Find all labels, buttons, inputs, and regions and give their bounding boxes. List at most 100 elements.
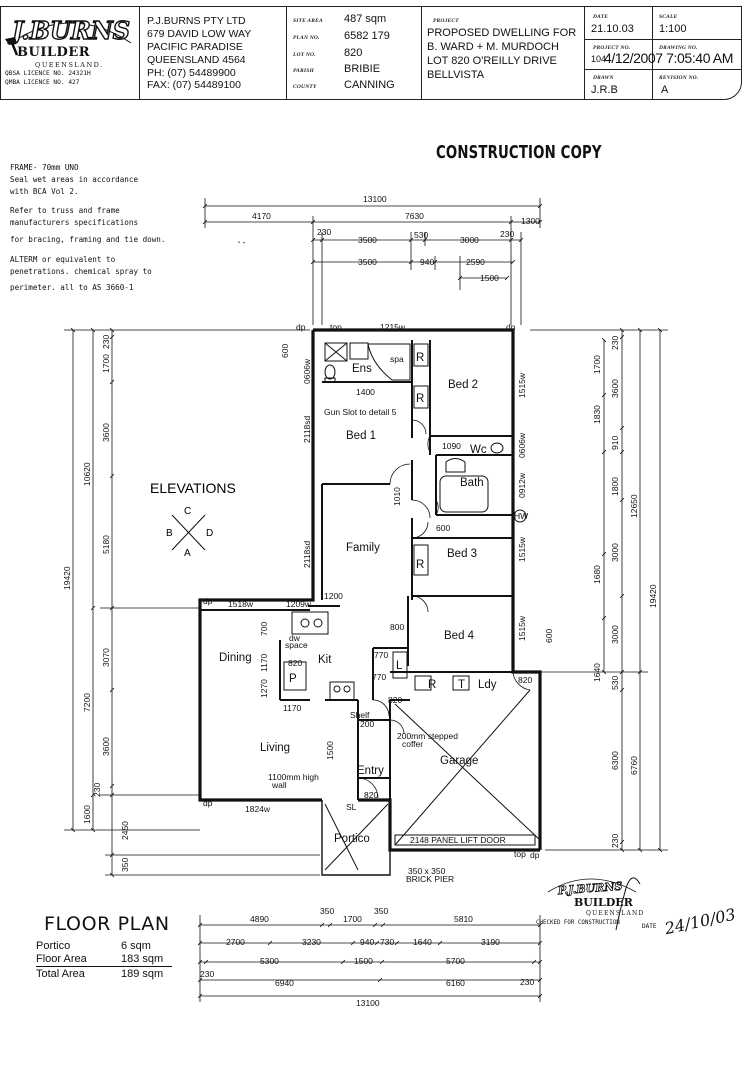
dim-right-fine: 3600 — [610, 379, 620, 398]
divider — [421, 7, 422, 99]
elevation-compass — [171, 514, 206, 551]
drawing-no-caption: DRAWING NO. — [659, 45, 698, 51]
elevation-b: B — [166, 528, 173, 539]
dim-left-fine: 2450 — [120, 821, 130, 840]
door-2118sd: 2118sd — [302, 415, 312, 443]
drawn-caption: DRAWN — [593, 75, 614, 81]
note-line: ALTERM or equivalent to — [10, 255, 116, 264]
dim-top-r1: 4170 — [252, 211, 271, 221]
tub-icon — [452, 675, 470, 691]
address-line2: PACIFIC PARADISE — [147, 41, 243, 53]
robe-label: R — [416, 559, 424, 571]
room-dining: Dining — [219, 652, 252, 664]
area-value: 189 sqm — [121, 968, 164, 980]
dim-top-r2: 3000 — [460, 235, 479, 245]
dim-interior: 600 — [436, 523, 450, 533]
plan-annotations: top top Gun Slot to detail 5 200mm stepp… — [203, 322, 540, 884]
dim-bottom-r1: 350 — [374, 906, 388, 916]
parish-value: BRIBIE — [344, 63, 381, 75]
downpipe-label: dp — [530, 850, 540, 860]
dim-interior: 1170 — [283, 703, 302, 713]
revision-caption: REVISION NO. — [659, 75, 699, 81]
pantry-icon — [283, 661, 307, 691]
dim-right-fine: 3000 — [610, 625, 620, 644]
divider — [584, 69, 742, 70]
dim-bottom-r4: 6160 — [446, 978, 465, 988]
sink-icon — [291, 611, 329, 635]
area-label: Total Area — [36, 968, 85, 980]
note-line: penetrations. chemical spray to — [10, 267, 152, 276]
coffer-note: 200mm stepped — [397, 731, 458, 741]
pantry-label: P — [289, 673, 297, 685]
dim-bottom-r1: 5810 — [454, 914, 473, 924]
interior-walls — [200, 340, 513, 876]
tub-label: R — [428, 679, 436, 691]
toilet-icon — [324, 364, 336, 380]
cooktop-icon — [329, 681, 355, 701]
area-table: Portico 6 sqm Floor Area 183 sqm Total A… — [36, 940, 172, 981]
stamp-region: QUEENSLAND — [586, 910, 644, 917]
spa-bath — [367, 343, 411, 381]
dim-interior: 1170 — [259, 653, 269, 672]
room-wc: Wc — [470, 444, 487, 456]
right-dimension-labels: 19420 12650 6760 230 3600 910 1800 3000 … — [592, 336, 658, 848]
logo-builder-word: BUILDER — [17, 45, 91, 60]
dim-bottom-r2: 3190 — [481, 937, 500, 947]
licence-qbsa: QBSA LICENCE NO. 24321H — [5, 70, 91, 77]
dim-left-mid: 7200 — [82, 693, 92, 712]
high-wall-note: wall — [271, 780, 287, 790]
project-no-value: 104 — [591, 54, 607, 64]
panel-lift-door-note: 2148 PANEL LIFT DOOR — [410, 835, 506, 845]
bottom-dimensions — [197, 915, 543, 1002]
dim-interior: 1090 — [442, 441, 461, 451]
dim-interior: 1270 — [259, 679, 269, 698]
project-line4: BELLVISTA — [427, 69, 485, 81]
dim-right-mid: 6760 — [629, 756, 639, 775]
project-line1: PROPOSED DWELLING FOR — [427, 27, 577, 39]
scale-value: 1:100 — [659, 23, 687, 35]
stamp-name: P.J.BURNS — [557, 880, 623, 898]
site-area-value: 487 sqm — [344, 13, 387, 25]
dim-interior: 1010 — [392, 487, 402, 506]
area-label: Floor Area — [36, 953, 87, 965]
dim-bottom-overall: 13100 — [356, 998, 380, 1008]
divider — [139, 7, 140, 99]
dim-top-r1: 7630 — [405, 211, 424, 221]
stamp-date-handwritten: 24/10/03 — [662, 905, 737, 939]
dim-bottom-r2: 940 — [360, 937, 374, 947]
coffer-note: coffer — [402, 739, 423, 749]
dim-interior: 770 — [374, 650, 388, 660]
dim-right-overall: 19420 — [648, 584, 658, 608]
stamp-checked: CHECKED FOR CONSTRUCTION — [536, 920, 620, 926]
elevation-d: D — [206, 528, 213, 539]
drawn-value: J.R.B — [591, 84, 618, 96]
window-1515w: 1515w — [517, 536, 527, 562]
dim-interior: 800 — [390, 622, 404, 632]
dim-interior: 820 — [288, 658, 302, 668]
downpipe-label: dp — [506, 322, 516, 332]
top-label-left: top — [330, 322, 342, 332]
linen-label: L — [396, 660, 403, 672]
plan-no-value: 6582 179 — [344, 30, 390, 42]
dim-right-fine2: 1680 — [592, 565, 602, 584]
phone-number: PH: (07) 54489900 — [147, 67, 236, 79]
shelf-label: Shelf — [350, 710, 370, 720]
dim-interior: 200 — [360, 719, 374, 729]
dim-interior: 820 — [388, 695, 402, 705]
dim-left-fine: 3070 — [101, 648, 111, 667]
dim-interior: 820 — [364, 790, 378, 800]
dim-interior: 700 — [259, 622, 269, 636]
robe-label: R — [416, 352, 424, 364]
dim-top-overall: 13100 — [363, 194, 387, 204]
brick-pier-note: 350 x 350 — [408, 866, 446, 876]
dim-left-fine: 230 — [101, 335, 111, 349]
dim-right-fine: 230 — [610, 336, 620, 350]
gun-slot-note: Gun Slot to detail 5 — [324, 407, 397, 417]
project-no-caption: PROJECT NO. — [593, 45, 631, 51]
area-row: Portico 6 sqm — [36, 940, 172, 953]
wc-toilet-icon — [490, 442, 504, 454]
tub-label: T — [458, 679, 465, 691]
dim-top-r3: 2590 — [466, 257, 485, 267]
dim-interior: 1500 — [325, 741, 335, 760]
